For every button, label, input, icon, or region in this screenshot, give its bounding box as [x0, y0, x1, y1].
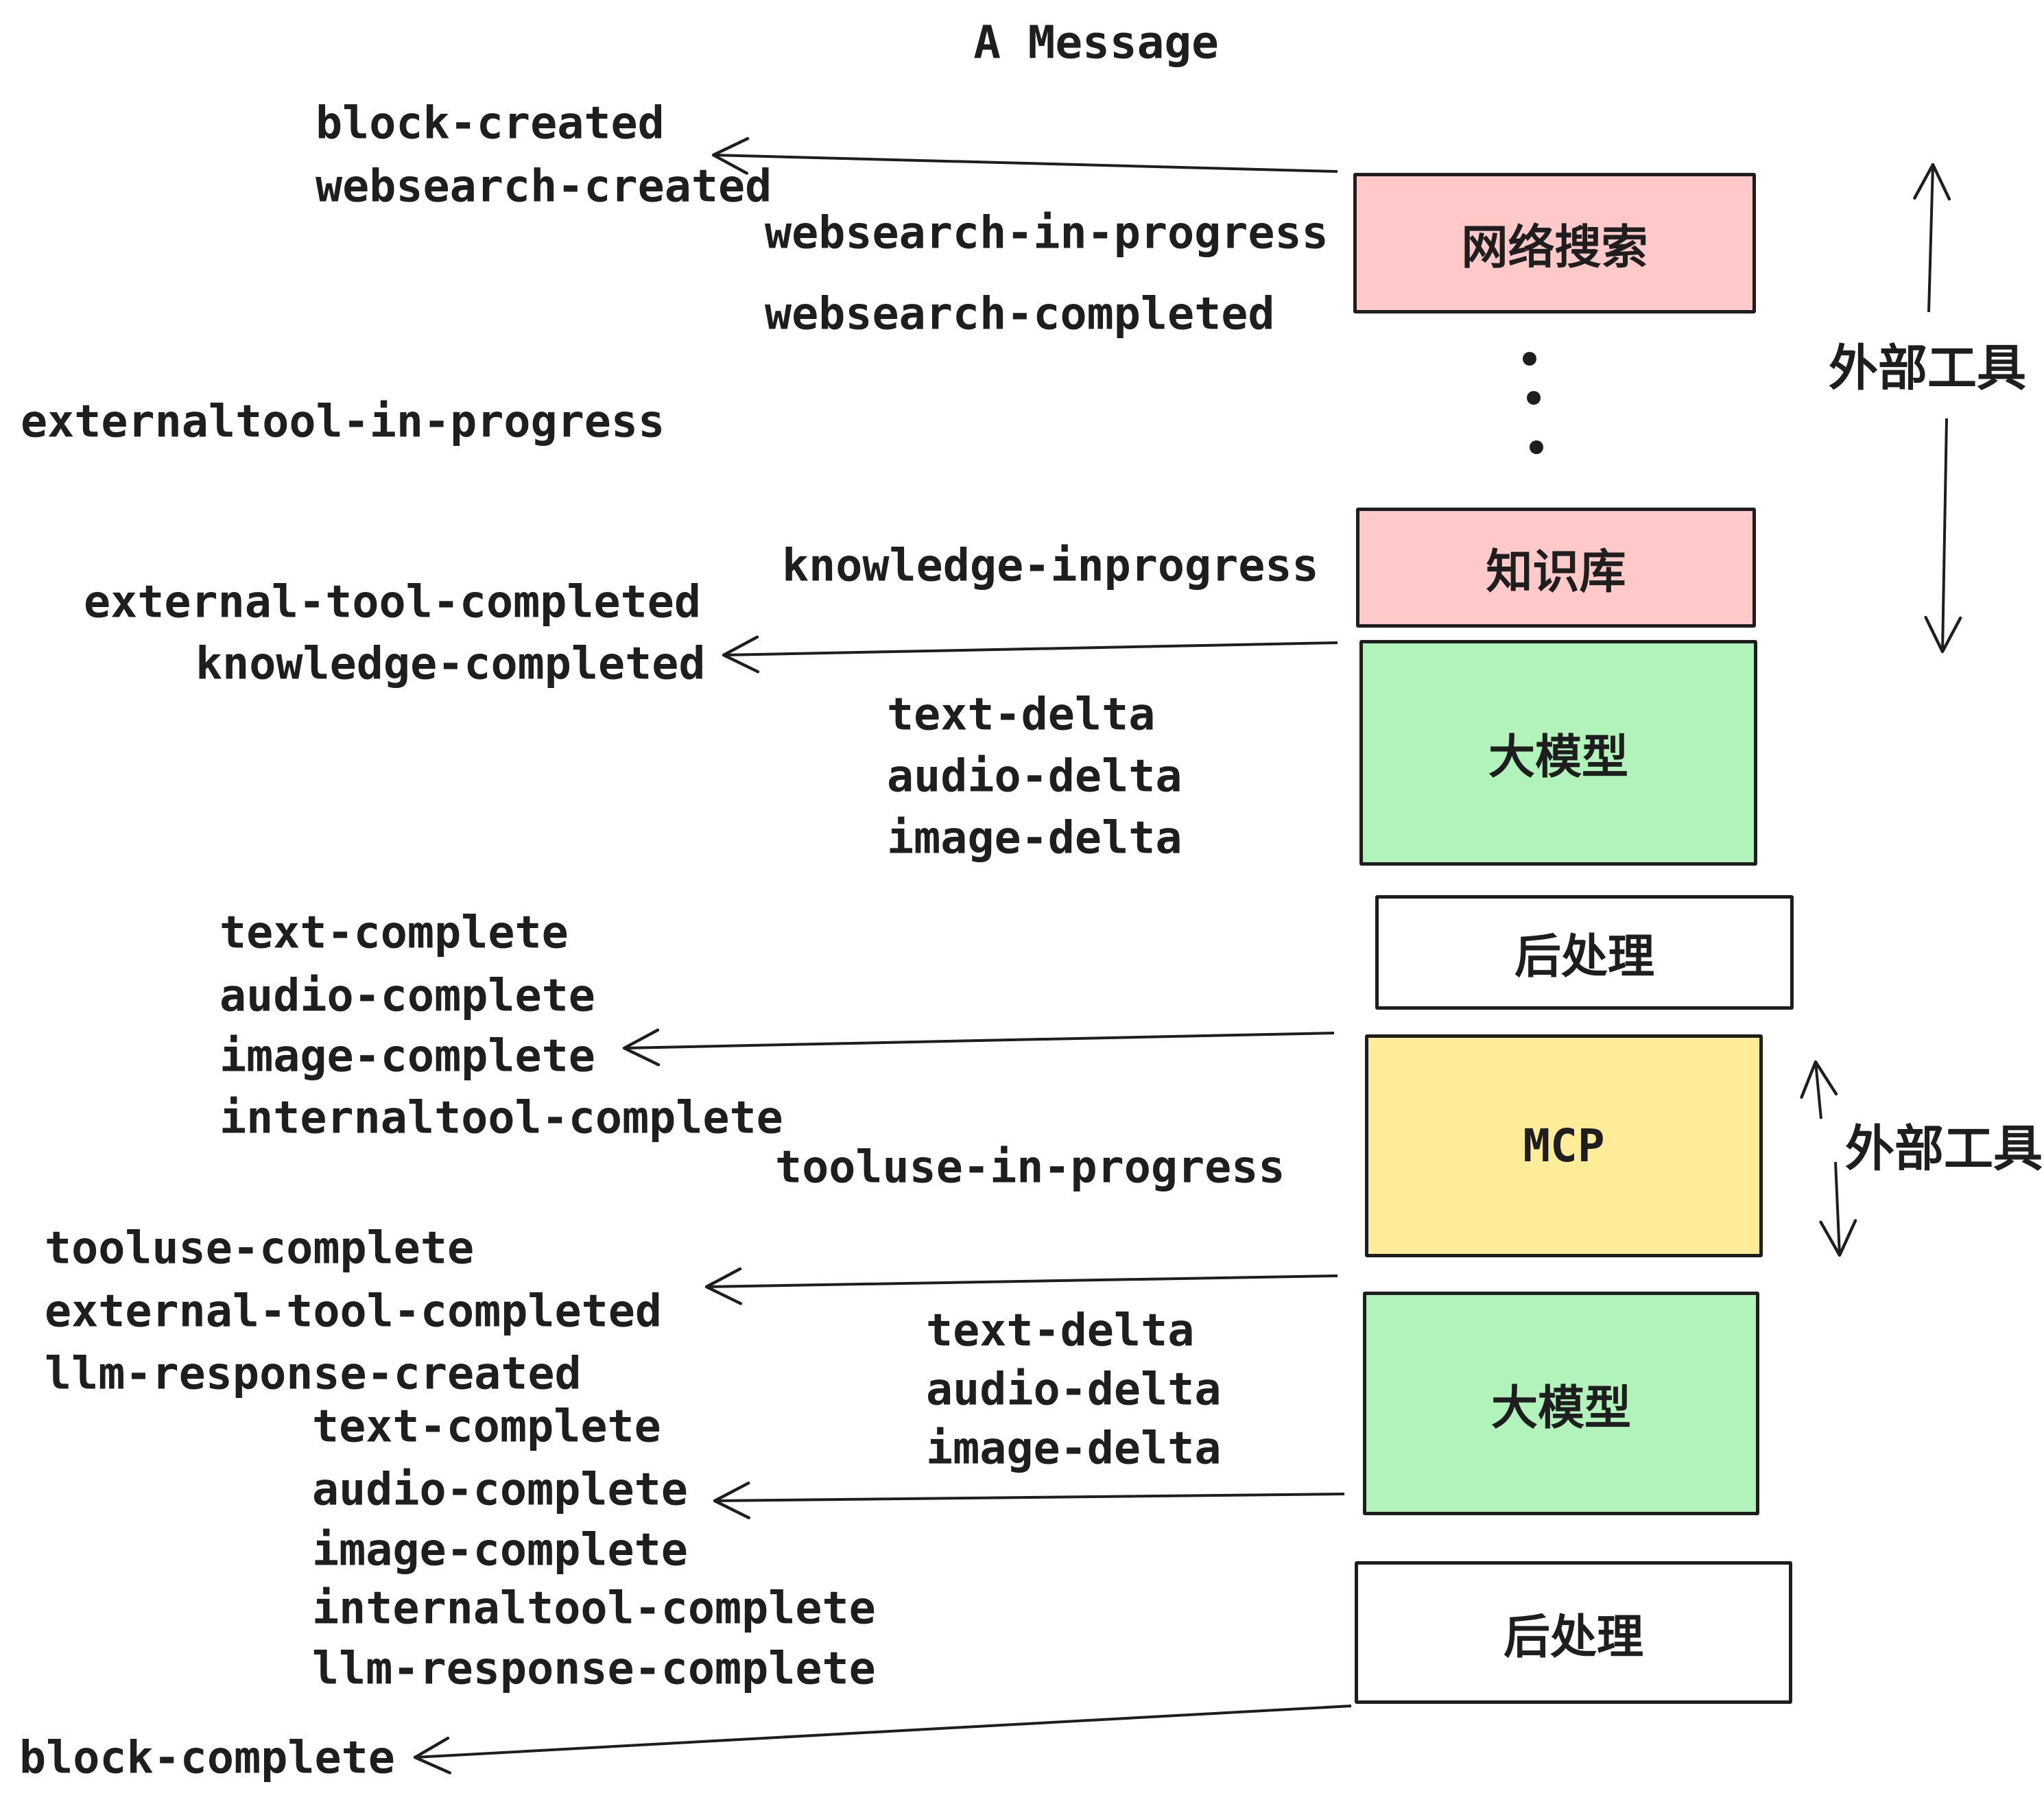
external-tools-annotation-2: 外部工具: [1844, 1119, 2043, 1178]
arrow-knowledge-completed: [722, 635, 1338, 674]
event-label-audio-complete-2: audio-complete: [312, 1464, 688, 1516]
external-tools-down-arrow-1: [1924, 418, 1962, 654]
event-label-text-delta-1: text-delta: [887, 689, 1156, 741]
box-websearch-label: 网络搜索: [1461, 221, 1648, 275]
external-tools-up-arrow-1: [1913, 163, 1951, 313]
box-llm-2-label: 大模型: [1490, 1381, 1631, 1436]
box-postprocess-2-label: 后处理: [1503, 1610, 1643, 1665]
box-knowledge-base: 知识库: [1356, 508, 1756, 628]
arrow-block-complete: [413, 1705, 1352, 1775]
box-websearch: 网络搜索: [1353, 173, 1756, 313]
box-llm-1: 大模型: [1359, 640, 1757, 866]
box-knowledge-base-label: 知识库: [1486, 545, 1626, 600]
event-label-image-delta-2: image-delta: [926, 1423, 1222, 1475]
arrow-internal-complete: [622, 1028, 1335, 1067]
box-postprocess-1: 后处理: [1375, 895, 1794, 1010]
event-label-websearch-in-progress: websearch-in-progress: [765, 207, 1329, 259]
box-llm-1-label: 大模型: [1488, 731, 1628, 785]
event-label-websearch-completed: websearch-completed: [765, 288, 1275, 340]
box-mcp-label: MCP: [1523, 1119, 1605, 1172]
event-label-block-complete: block-complete: [19, 1732, 395, 1784]
event-label-external-tool-completed-2: external-tool-completed: [45, 1285, 663, 1338]
arrow-tooluse-complete: [704, 1267, 1338, 1305]
event-label-audio-complete-1: audio-complete: [219, 970, 595, 1022]
box-postprocess-2: 后处理: [1355, 1561, 1792, 1704]
event-label-audio-delta-2: audio-delta: [926, 1364, 1222, 1416]
event-label-llm-response-complete: llm-response-complete: [312, 1643, 876, 1695]
event-label-llm-response-created: llm-response-created: [45, 1348, 582, 1400]
event-label-block-created: block-created: [316, 97, 665, 150]
arrow-websearch-created: [711, 137, 1338, 175]
event-label-knowledge-completed: knowledge-completed: [195, 638, 706, 690]
event-label-text-complete-2: text-complete: [312, 1401, 661, 1453]
event-label-tooluse-complete: tooluse-complete: [45, 1222, 475, 1274]
box-postprocess-1-label: 后处理: [1514, 930, 1654, 984]
event-label-internaltool-complete-1: internaltool-complete: [219, 1092, 783, 1144]
diagram-title: A Message: [973, 16, 1219, 69]
ellipsis-dots: [1523, 352, 1543, 454]
event-label-internaltool-complete-2: internaltool-complete: [312, 1582, 876, 1635]
event-label-knowledge-inprogress: knowledge-inprogress: [782, 540, 1319, 592]
event-label-image-complete-1: image-complete: [219, 1030, 595, 1082]
arrow-llm-complete: [713, 1481, 1345, 1519]
box-llm-2: 大模型: [1363, 1292, 1759, 1515]
event-label-external-tool-completed: external-tool-completed: [84, 576, 702, 628]
event-label-image-complete-2: image-complete: [312, 1524, 688, 1576]
event-label-externaltool-in-progress: externaltool-in-progress: [21, 396, 665, 448]
event-label-text-complete-1: text-complete: [219, 907, 569, 959]
event-label-audio-delta-1: audio-delta: [887, 750, 1183, 803]
event-label-text-delta-2: text-delta: [926, 1305, 1195, 1357]
external-tools-up-arrow-2: [1800, 1060, 1838, 1119]
event-label-tooluse-in-progress: tooluse-in-progress: [775, 1141, 1285, 1194]
event-label-image-delta-1: image-delta: [887, 812, 1183, 864]
box-mcp: MCP: [1365, 1034, 1763, 1257]
event-label-websearch-created: websearch-created: [316, 161, 772, 213]
external-tools-down-arrow-2: [1819, 1161, 1857, 1257]
external-tools-annotation-1: 外部工具: [1828, 339, 2027, 397]
